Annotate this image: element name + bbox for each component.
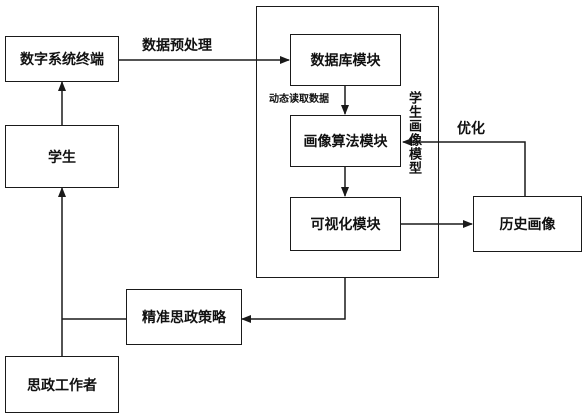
portrait-algorithm-module-node: 画像算法模块 <box>290 115 401 167</box>
edge-history-to-algorithm <box>402 138 526 196</box>
student-portrait-model-group <box>256 6 439 278</box>
digital-terminal-node: 数字系统终端 <box>5 36 119 82</box>
edge-model-to-strategy <box>241 278 346 323</box>
database-module-node: 数据库模块 <box>290 34 401 86</box>
student-portrait-model-label: 学生画像模型 <box>406 91 421 175</box>
precise-strategy-node: 精准思政策略 <box>126 289 242 345</box>
student-node: 学生 <box>5 125 119 188</box>
edge-label-optimize: 优化 <box>457 121 485 137</box>
edge-label-data-preprocessing: 数据预处理 <box>142 38 212 54</box>
edge-label-dynamic-read: 动态读取数据 <box>269 94 329 105</box>
visualization-module-node: 可视化模块 <box>290 197 401 251</box>
educator-node: 思政工作者 <box>5 356 119 413</box>
history-portrait-node: 历史画像 <box>473 196 582 252</box>
